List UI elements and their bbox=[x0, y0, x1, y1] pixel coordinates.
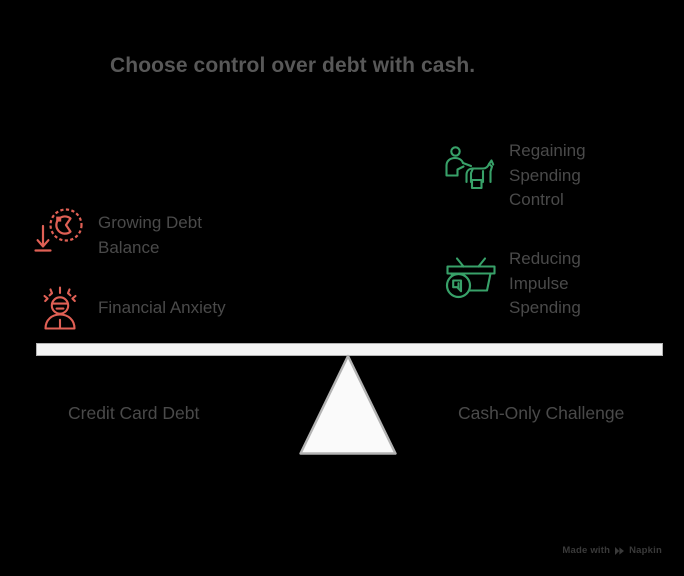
page-title: Choose control over debt with cash. bbox=[110, 54, 476, 77]
list-item-label: Reducing Impulse Spending bbox=[509, 249, 581, 317]
list-item-regaining-spending-control: Regaining Spending Control bbox=[441, 141, 669, 213]
list-item-growing-debt: Growing Debt Balance bbox=[32, 206, 258, 260]
seesaw-beam bbox=[36, 343, 663, 356]
seesaw-fulcrum-triangle bbox=[298, 354, 398, 456]
seesaw-left-label: Credit Card Debt bbox=[68, 403, 200, 423]
shopping-basket-decrease-icon bbox=[441, 250, 497, 300]
napkin-logo-icon bbox=[614, 546, 625, 556]
seesaw-right-label: Cash-Only Challenge bbox=[458, 403, 625, 423]
stressed-person-anxiety-icon bbox=[32, 283, 88, 333]
watermark-prefix: Made with bbox=[562, 545, 611, 556]
watermark-brand: Napkin bbox=[629, 545, 662, 556]
watermark[interactable]: Made with Napkin bbox=[562, 545, 662, 556]
list-item-reducing-impulse-spending: Reducing Impulse Spending bbox=[441, 249, 669, 321]
debt-balance-chart-down-arrow-icon bbox=[32, 206, 88, 256]
list-item-label: Financial Anxiety bbox=[98, 298, 226, 317]
list-item-label: Growing Debt Balance bbox=[98, 213, 202, 257]
list-item-label: Regaining Spending Control bbox=[509, 141, 586, 209]
list-item-financial-anxiety: Financial Anxiety bbox=[32, 283, 268, 333]
person-taming-horse-icon bbox=[441, 142, 497, 192]
